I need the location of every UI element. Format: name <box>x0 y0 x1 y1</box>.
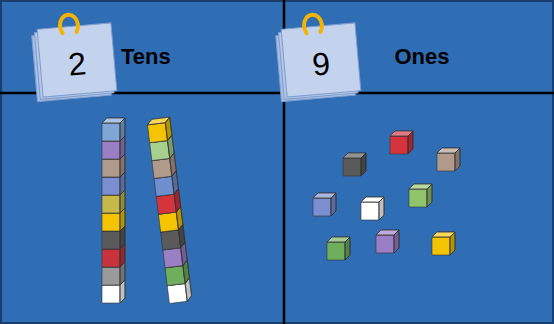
place-heading: Ones <box>395 45 450 69</box>
place-column: Ones 9 <box>284 0 554 324</box>
place-column: Tens 2 <box>0 0 284 324</box>
digit-label: 2 <box>67 46 88 83</box>
digit-label: 9 <box>311 46 332 83</box>
ten-rod <box>147 117 192 303</box>
number-card: 9 <box>281 23 361 97</box>
number-card: 2 <box>37 23 117 97</box>
place-heading: Tens <box>121 45 171 69</box>
unit-cubes <box>313 131 460 260</box>
ten-rod <box>102 118 125 303</box>
